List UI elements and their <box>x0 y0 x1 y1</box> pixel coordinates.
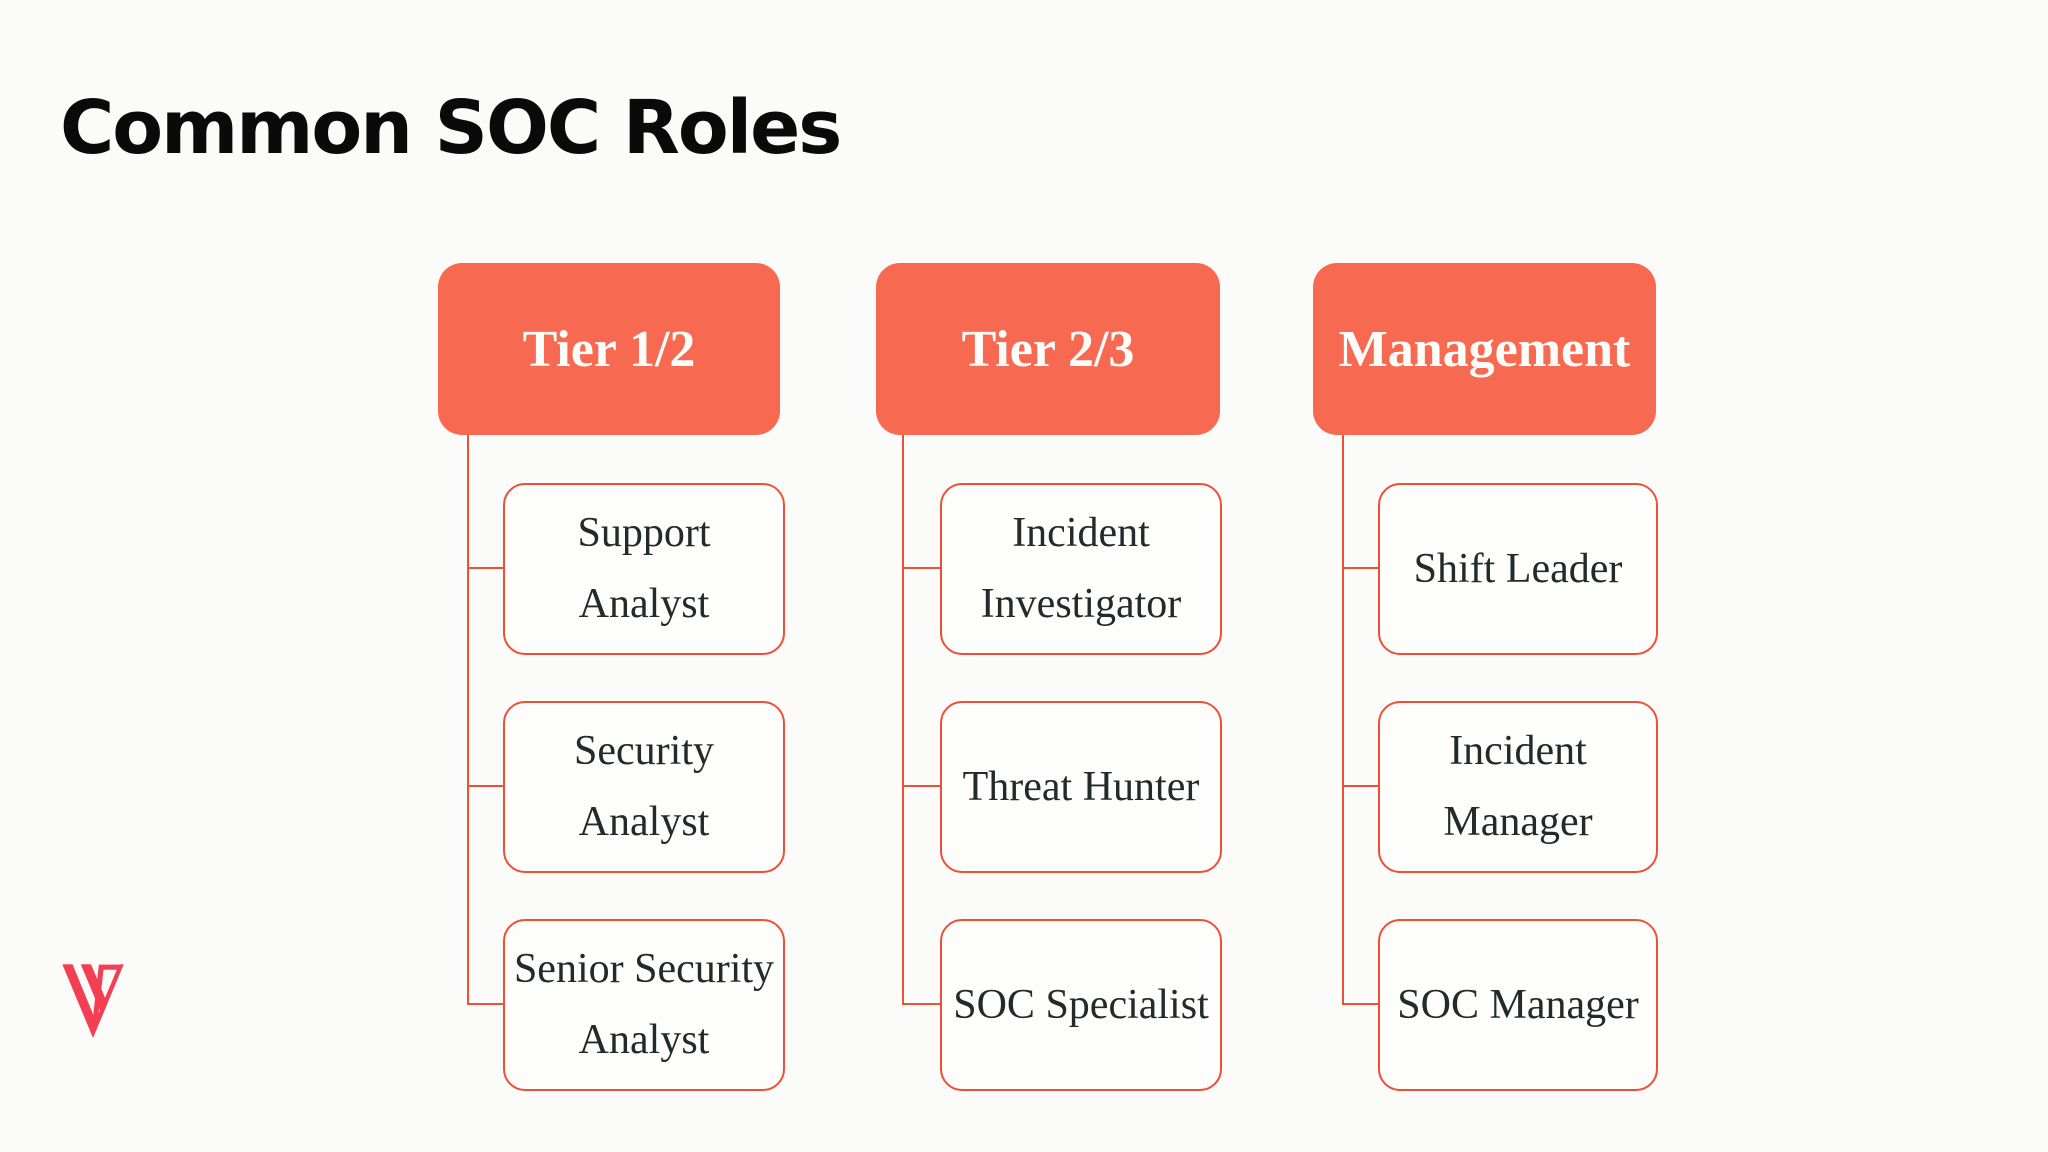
connector-elbow <box>1342 1003 1378 1005</box>
role-box-soc-manager: SOC Manager <box>1378 919 1658 1091</box>
role-box-support-analyst: Support Analyst <box>503 483 785 655</box>
connector-spine <box>1342 435 1344 1005</box>
role-label: Security Analyst <box>574 728 714 845</box>
role-box-incident-investigator: Incident Investigator <box>940 483 1222 655</box>
role-box-threat-hunter: Threat Hunter <box>940 701 1222 873</box>
connector-elbow <box>902 567 942 569</box>
connector-spine <box>467 435 469 1005</box>
role-label: Support Analyst <box>577 510 711 627</box>
column-header-management: Management <box>1313 263 1656 435</box>
connector-elbow <box>467 567 505 569</box>
role-label: Incident Manager <box>1443 728 1593 845</box>
connector-elbow <box>1342 567 1378 569</box>
role-box-incident-manager: Incident Manager <box>1378 701 1658 873</box>
role-label: SOC Manager <box>1397 981 1639 1028</box>
role-box-soc-specialist: SOC Specialist <box>940 919 1222 1091</box>
column-header-tier-2-3: Tier 2/3 <box>876 263 1220 435</box>
column-header-label: Tier 2/3 <box>961 320 1135 378</box>
page-title: Common SOC Roles <box>60 85 842 171</box>
connector-spine <box>902 435 904 1005</box>
role-box-security-analyst: Security Analyst <box>503 701 785 873</box>
brand-triangle-logo-icon <box>62 964 124 1038</box>
role-box-shift-leader: Shift Leader <box>1378 483 1658 655</box>
column-header-label: Management <box>1338 320 1631 378</box>
connector-elbow <box>1342 785 1378 787</box>
role-label: Senior Security Analyst <box>513 946 775 1063</box>
connector-elbow <box>467 785 505 787</box>
role-label: SOC Specialist <box>953 981 1209 1028</box>
column-header-label: Tier 1/2 <box>522 320 696 378</box>
column-header-tier-1-2: Tier 1/2 <box>438 263 780 435</box>
connector-elbow <box>902 785 942 787</box>
connector-elbow <box>902 1003 942 1005</box>
role-label: Incident Investigator <box>980 510 1182 627</box>
role-label: Threat Hunter <box>962 763 1200 810</box>
role-box-senior-security-analyst: Senior Security Analyst <box>503 919 785 1091</box>
role-label: Shift Leader <box>1413 545 1623 592</box>
connector-elbow <box>467 1003 505 1005</box>
